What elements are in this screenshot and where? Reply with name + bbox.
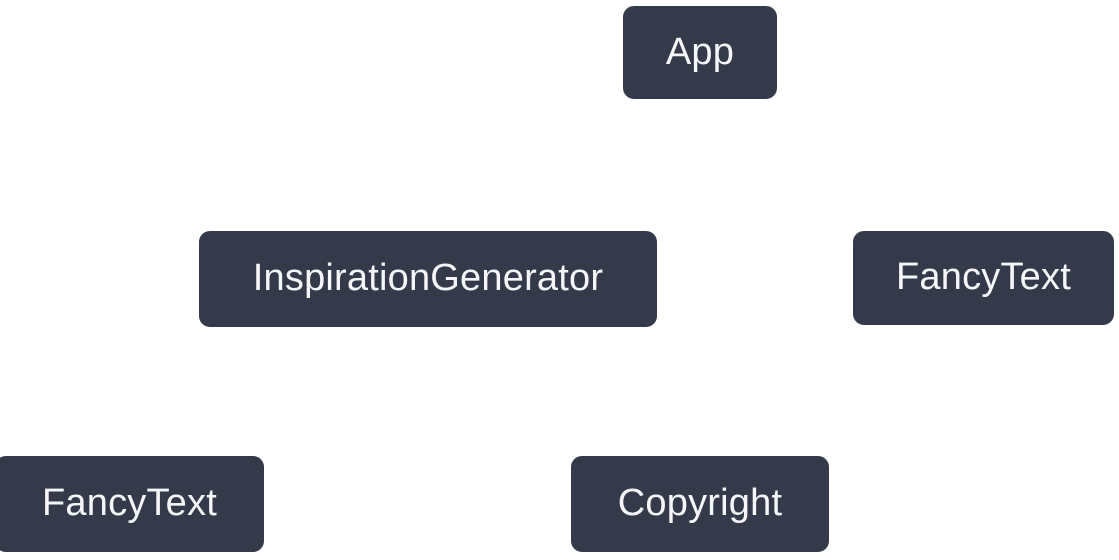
edge-inspiration-to-fancytext-tail (127, 392, 208, 453)
edge-label-inspiration-generator-to-copyright: renders (519, 379, 619, 410)
edge-label-app-to-fancytext: renders (803, 152, 903, 183)
node-inspiration-generator-label: InspirationGenerator (252, 257, 604, 299)
node-app-label: App (665, 30, 735, 73)
edge-inspiration-to-copyright (425, 383, 503, 398)
edge-inspiration-to-copyright-tail (637, 392, 703, 453)
node-copyright[interactable]: Copyright (568, 453, 832, 555)
edge-app-to-fancytext-tail (933, 165, 990, 228)
edge-app-to-inspiration (625, 156, 703, 171)
edge-label-inspiration-generator-to-fancytext: renders (222, 379, 322, 410)
node-inspiration-generator[interactable]: InspirationGenerator (196, 228, 660, 330)
node-fancytext-left[interactable]: FancyText (0, 453, 267, 555)
edge-app-to-fancytext (697, 156, 775, 171)
node-copyright-label: Copyright (617, 482, 783, 524)
edge-label-app-to-inspiration-generator: renders (508, 152, 608, 183)
node-app[interactable]: App (620, 3, 780, 102)
node-fancytext-right[interactable]: FancyText (850, 228, 1117, 328)
edge-app-to-inspiration-tail (415, 165, 497, 228)
edge-inspiration-to-fancytext (353, 383, 431, 398)
node-fancytext-left-label: FancyText (42, 482, 217, 524)
node-fancytext-right-label: FancyText (896, 256, 1071, 298)
